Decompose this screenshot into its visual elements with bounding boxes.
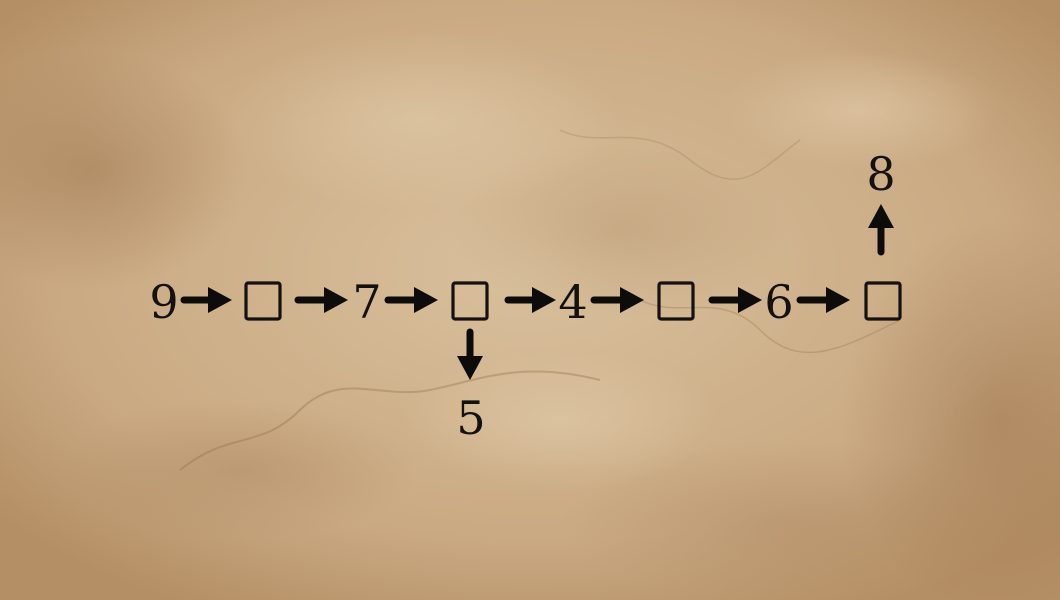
node-9: 9 (149, 275, 178, 329)
node-7: 7 (352, 275, 381, 329)
blank-box-3 (657, 281, 695, 321)
node-6: 6 (764, 275, 793, 329)
arrow-right-5 (590, 287, 644, 313)
arrow-right-1 (180, 287, 232, 313)
node-8: 8 (866, 147, 895, 201)
arrow-right-3 (384, 287, 438, 313)
arrow-right-2 (294, 287, 348, 313)
arrow-up (868, 204, 894, 256)
arrow-down (457, 328, 483, 380)
blank-box-2 (451, 281, 489, 321)
arrow-right-7 (796, 287, 850, 313)
node-5: 5 (456, 391, 485, 445)
blank-box-1 (244, 281, 282, 321)
blank-box-4 (864, 281, 902, 321)
node-4: 4 (558, 275, 587, 329)
arrow-right-4 (504, 287, 556, 313)
arrow-right-6 (708, 287, 762, 313)
